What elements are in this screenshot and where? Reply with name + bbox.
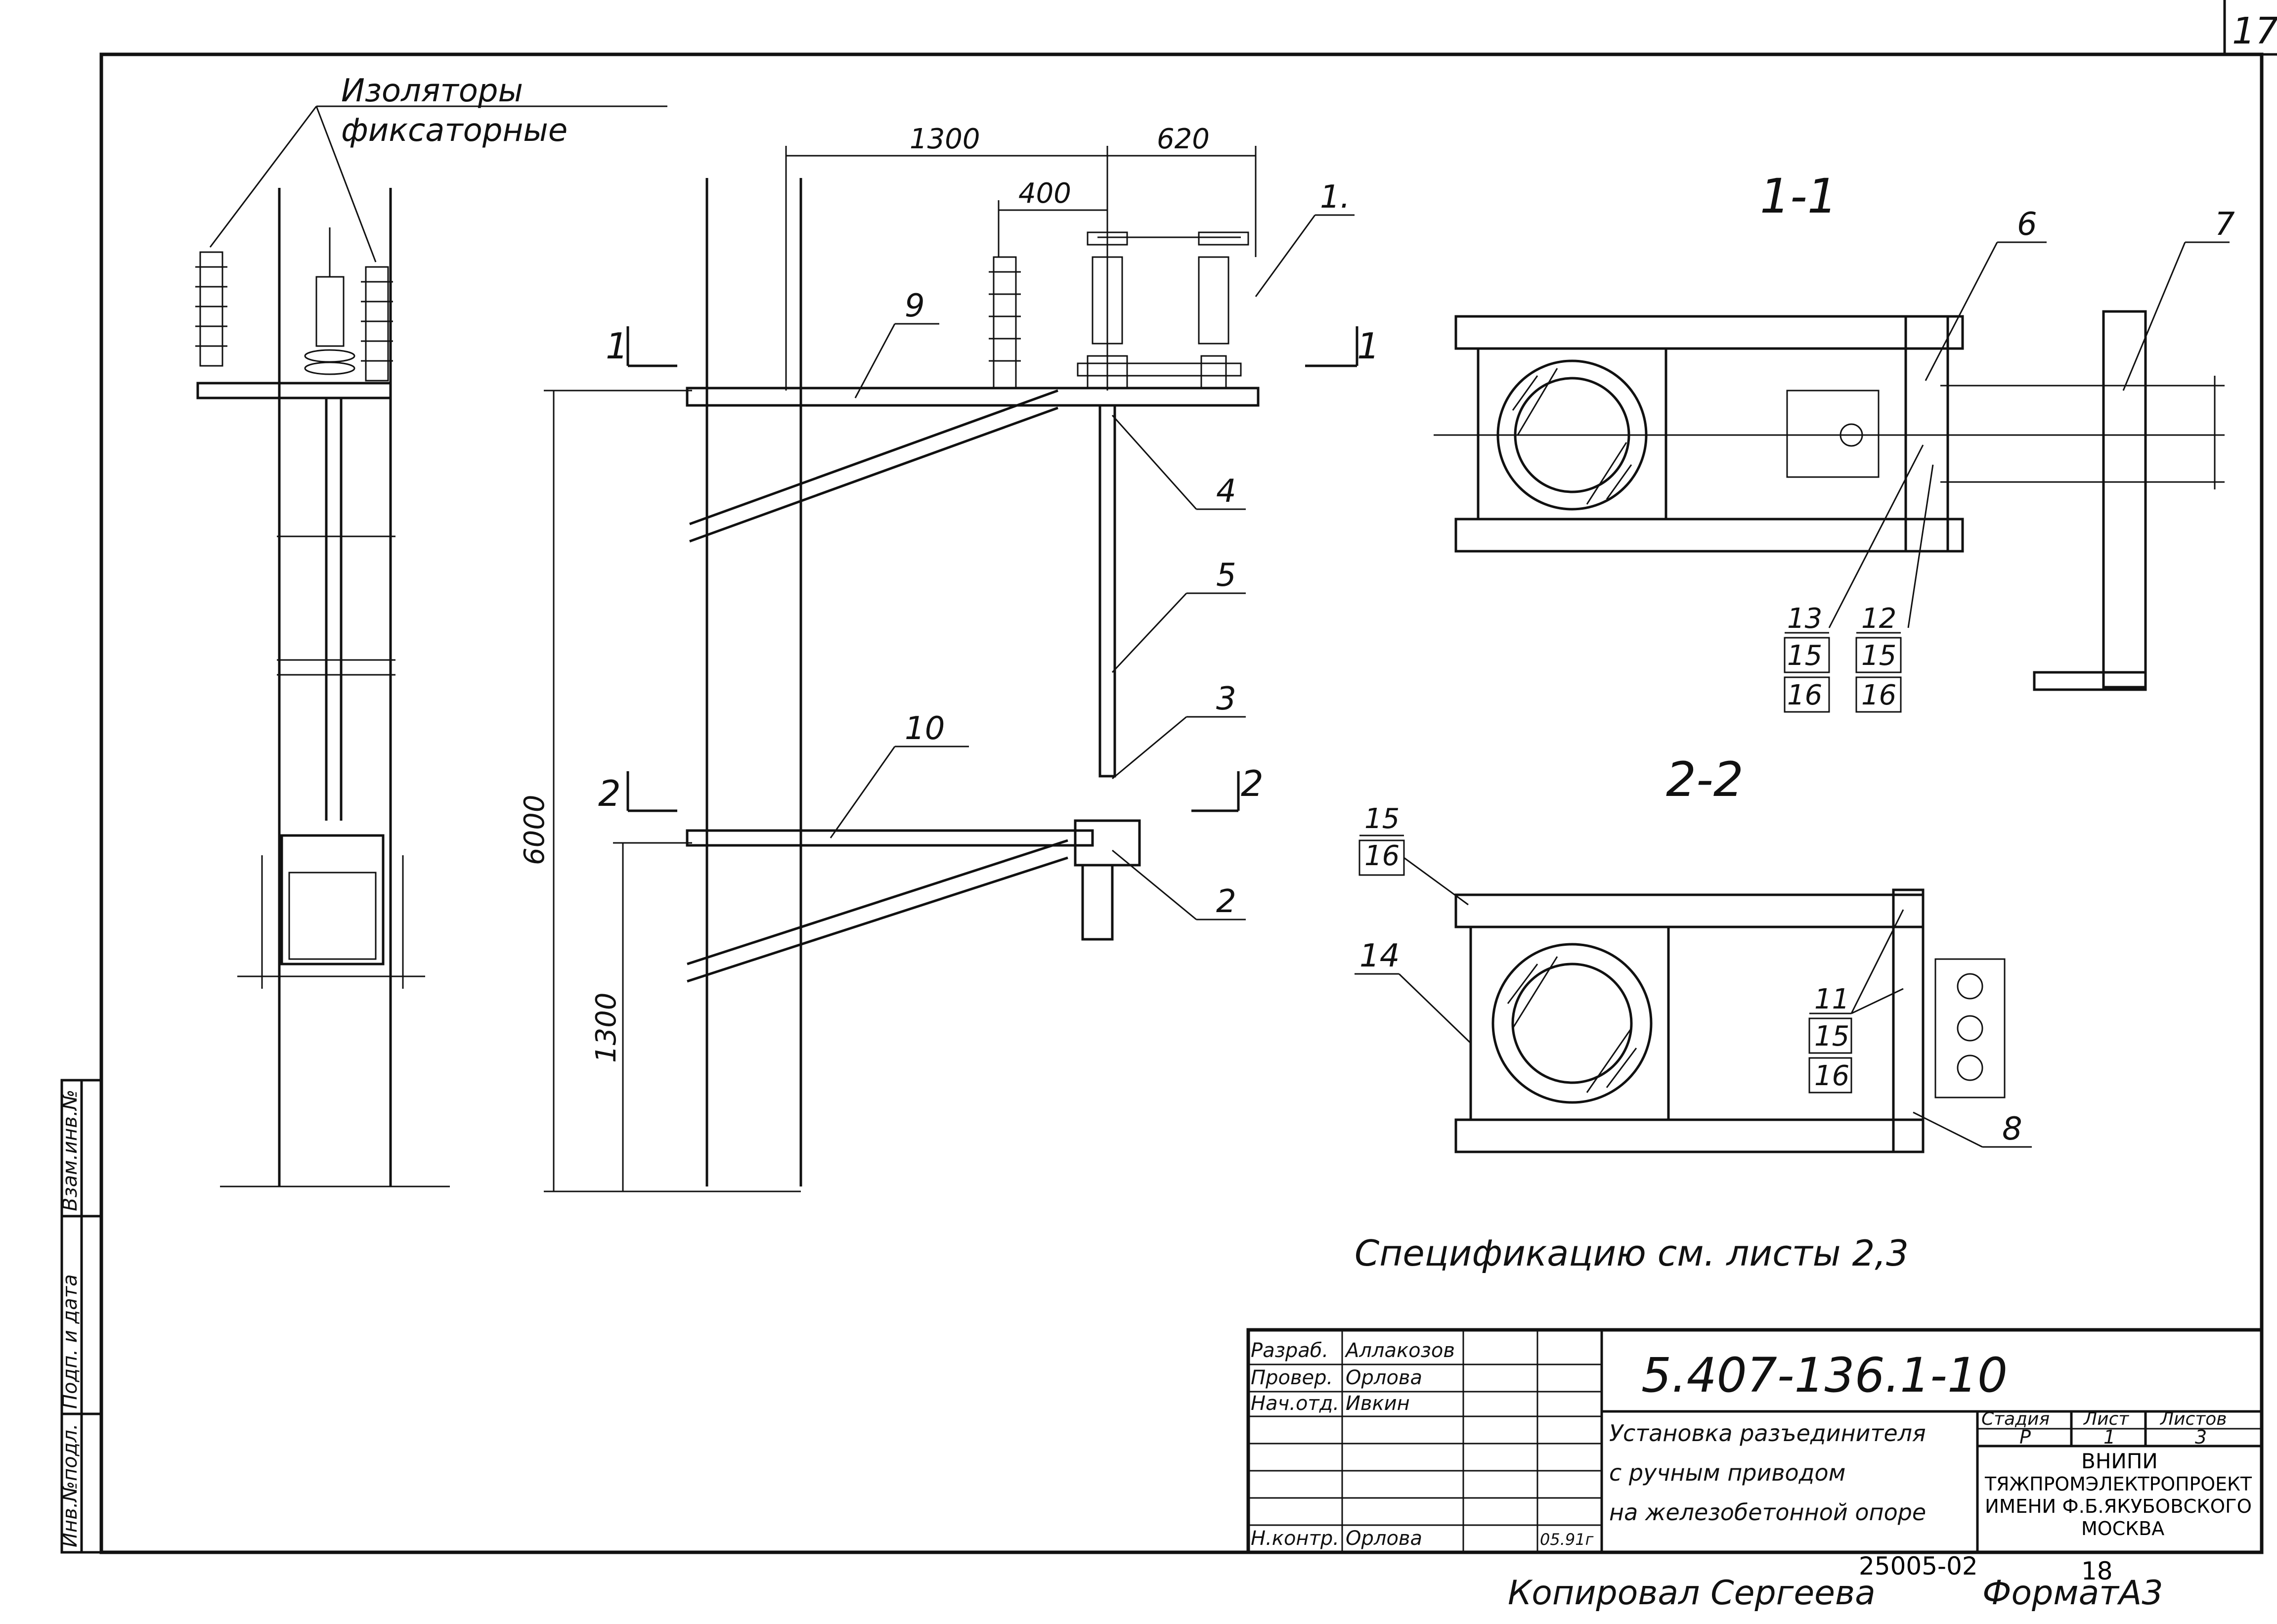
spec-note: Спецификацию см. листы 2,3 — [1355, 1232, 1909, 1274]
insulators-label-1: Изоляторы — [341, 73, 523, 109]
callout-5: 5 — [1216, 557, 1236, 594]
row2-name: Ивкин — [1346, 1392, 1410, 1415]
dim-1300-side: 1300 — [590, 992, 622, 1063]
callout-s23-a: 11 — [1814, 983, 1849, 1015]
stage-header: Стадия — [1981, 1409, 2050, 1429]
cut-1-right: 1 — [1357, 325, 1380, 367]
row3-role: Н.контр. — [1251, 1527, 1339, 1550]
callout-9: 9 — [905, 288, 925, 324]
sheets-value: 3 — [2195, 1426, 2207, 1448]
title-line-1: Установка разъединителя — [1609, 1420, 1926, 1447]
dim-6000: 6000 — [519, 794, 551, 865]
section-2-2: 2-2 15 16 14 — [1355, 752, 2032, 1153]
row0-name: Аллакозов — [1344, 1339, 1455, 1362]
order-number: 25005-02 — [1859, 1552, 1978, 1580]
callout-s11-a: 13 — [1787, 603, 1822, 635]
sheet-value: 1 — [2103, 1426, 2115, 1448]
vzam-inv-label: Взам.инв.№ — [59, 1090, 82, 1211]
dim-400: 400 — [1018, 177, 1071, 210]
row2-role: Нач.отд. — [1251, 1392, 1339, 1415]
org-line-4: МОСКВА — [2081, 1518, 2164, 1539]
podp-data-label: Подп. и дата — [59, 1274, 82, 1409]
callout-s23-c: 16 — [1814, 1060, 1849, 1092]
org-line-2: ТЯЖПРОМЭЛЕКТРОПРОЕКТ — [1984, 1473, 2252, 1495]
side-view: 1300 620 400 6000 1300 1 1 2 2 1. 2 3 4 — [519, 123, 1380, 1192]
callout-s12-a: 12 — [1861, 603, 1896, 635]
row1-role: Провер. — [1251, 1366, 1333, 1389]
row1-name: Орлова — [1346, 1366, 1422, 1389]
sheets-header: Листов — [2159, 1409, 2227, 1429]
org-line-1: ВНИПИ — [2081, 1449, 2158, 1473]
row3-date: 05.91г — [1540, 1530, 1594, 1549]
stage-value: Р — [2019, 1426, 2031, 1448]
callout-s11-c: 16 — [1787, 679, 1822, 711]
sheet-number: 17 — [2232, 10, 2277, 52]
callout-7: 7 — [2215, 206, 2235, 243]
callout-s11-b: 15 — [1787, 640, 1822, 672]
callout-10: 10 — [905, 710, 945, 747]
section-1-1: 1-1 6 7 — [1434, 169, 2235, 713]
section-2-2-title: 2-2 — [1666, 752, 1744, 807]
callout-s22-a: 15 — [1364, 803, 1400, 835]
inv-podl-label: Инв.№подл. — [59, 1423, 82, 1547]
title-line-3: на железобетонной опоре — [1609, 1499, 1926, 1526]
sheet-frame — [99, 52, 2264, 1554]
callout-s12-c: 16 — [1861, 679, 1896, 711]
doc-code: 5.407-136.1-10 — [1641, 1348, 2008, 1403]
sheet-number-box — [2223, 0, 2277, 56]
row3-name: Орлова — [1346, 1527, 1422, 1550]
dim-1300-top: 1300 — [910, 123, 980, 155]
title-block: Разраб. Аллакозов Провер. Орлова Нач.отд… — [1246, 1328, 2264, 1554]
callout-1: 1. — [1320, 179, 1350, 216]
callout-s22-b: 16 — [1364, 840, 1400, 872]
section-1-1-title: 1-1 — [1760, 169, 1838, 224]
sheet-header: Лист — [2083, 1409, 2129, 1429]
callout-s12-b: 15 — [1861, 640, 1896, 672]
cut-2-right: 2 — [1241, 763, 1264, 804]
front-view: Изоляторы фиксаторные — [195, 73, 667, 1187]
callout-s23-b: 15 — [1814, 1020, 1849, 1053]
cut-1-left: 1 — [606, 325, 628, 367]
title-line-2: с ручным приводом — [1609, 1459, 1845, 1486]
format-label: ФорматА3 — [1982, 1574, 2163, 1613]
callout-8: 8 — [2002, 1111, 2022, 1147]
left-stamp-strip: Инв.№подл. Подп. и дата Взам.инв.№ — [59, 1079, 103, 1554]
callout-2: 2 — [1216, 883, 1236, 920]
insulators-label-2: фиксаторные — [341, 112, 568, 149]
dim-620: 620 — [1157, 123, 1210, 155]
org-line-3: ИМЕНИ Ф.Б.ЯКУБОВСКОГО — [1985, 1495, 2252, 1517]
callout-4: 4 — [1216, 473, 1236, 510]
order-page: 18 — [2081, 1557, 2113, 1585]
callout-3: 3 — [1216, 681, 1236, 717]
copied-by: Копировал Сергеева — [1508, 1574, 1876, 1613]
callout-14: 14 — [1359, 938, 1400, 974]
callout-6: 6 — [2017, 206, 2037, 243]
cut-2-left: 2 — [598, 773, 621, 814]
row0-role: Разраб. — [1251, 1339, 1328, 1362]
